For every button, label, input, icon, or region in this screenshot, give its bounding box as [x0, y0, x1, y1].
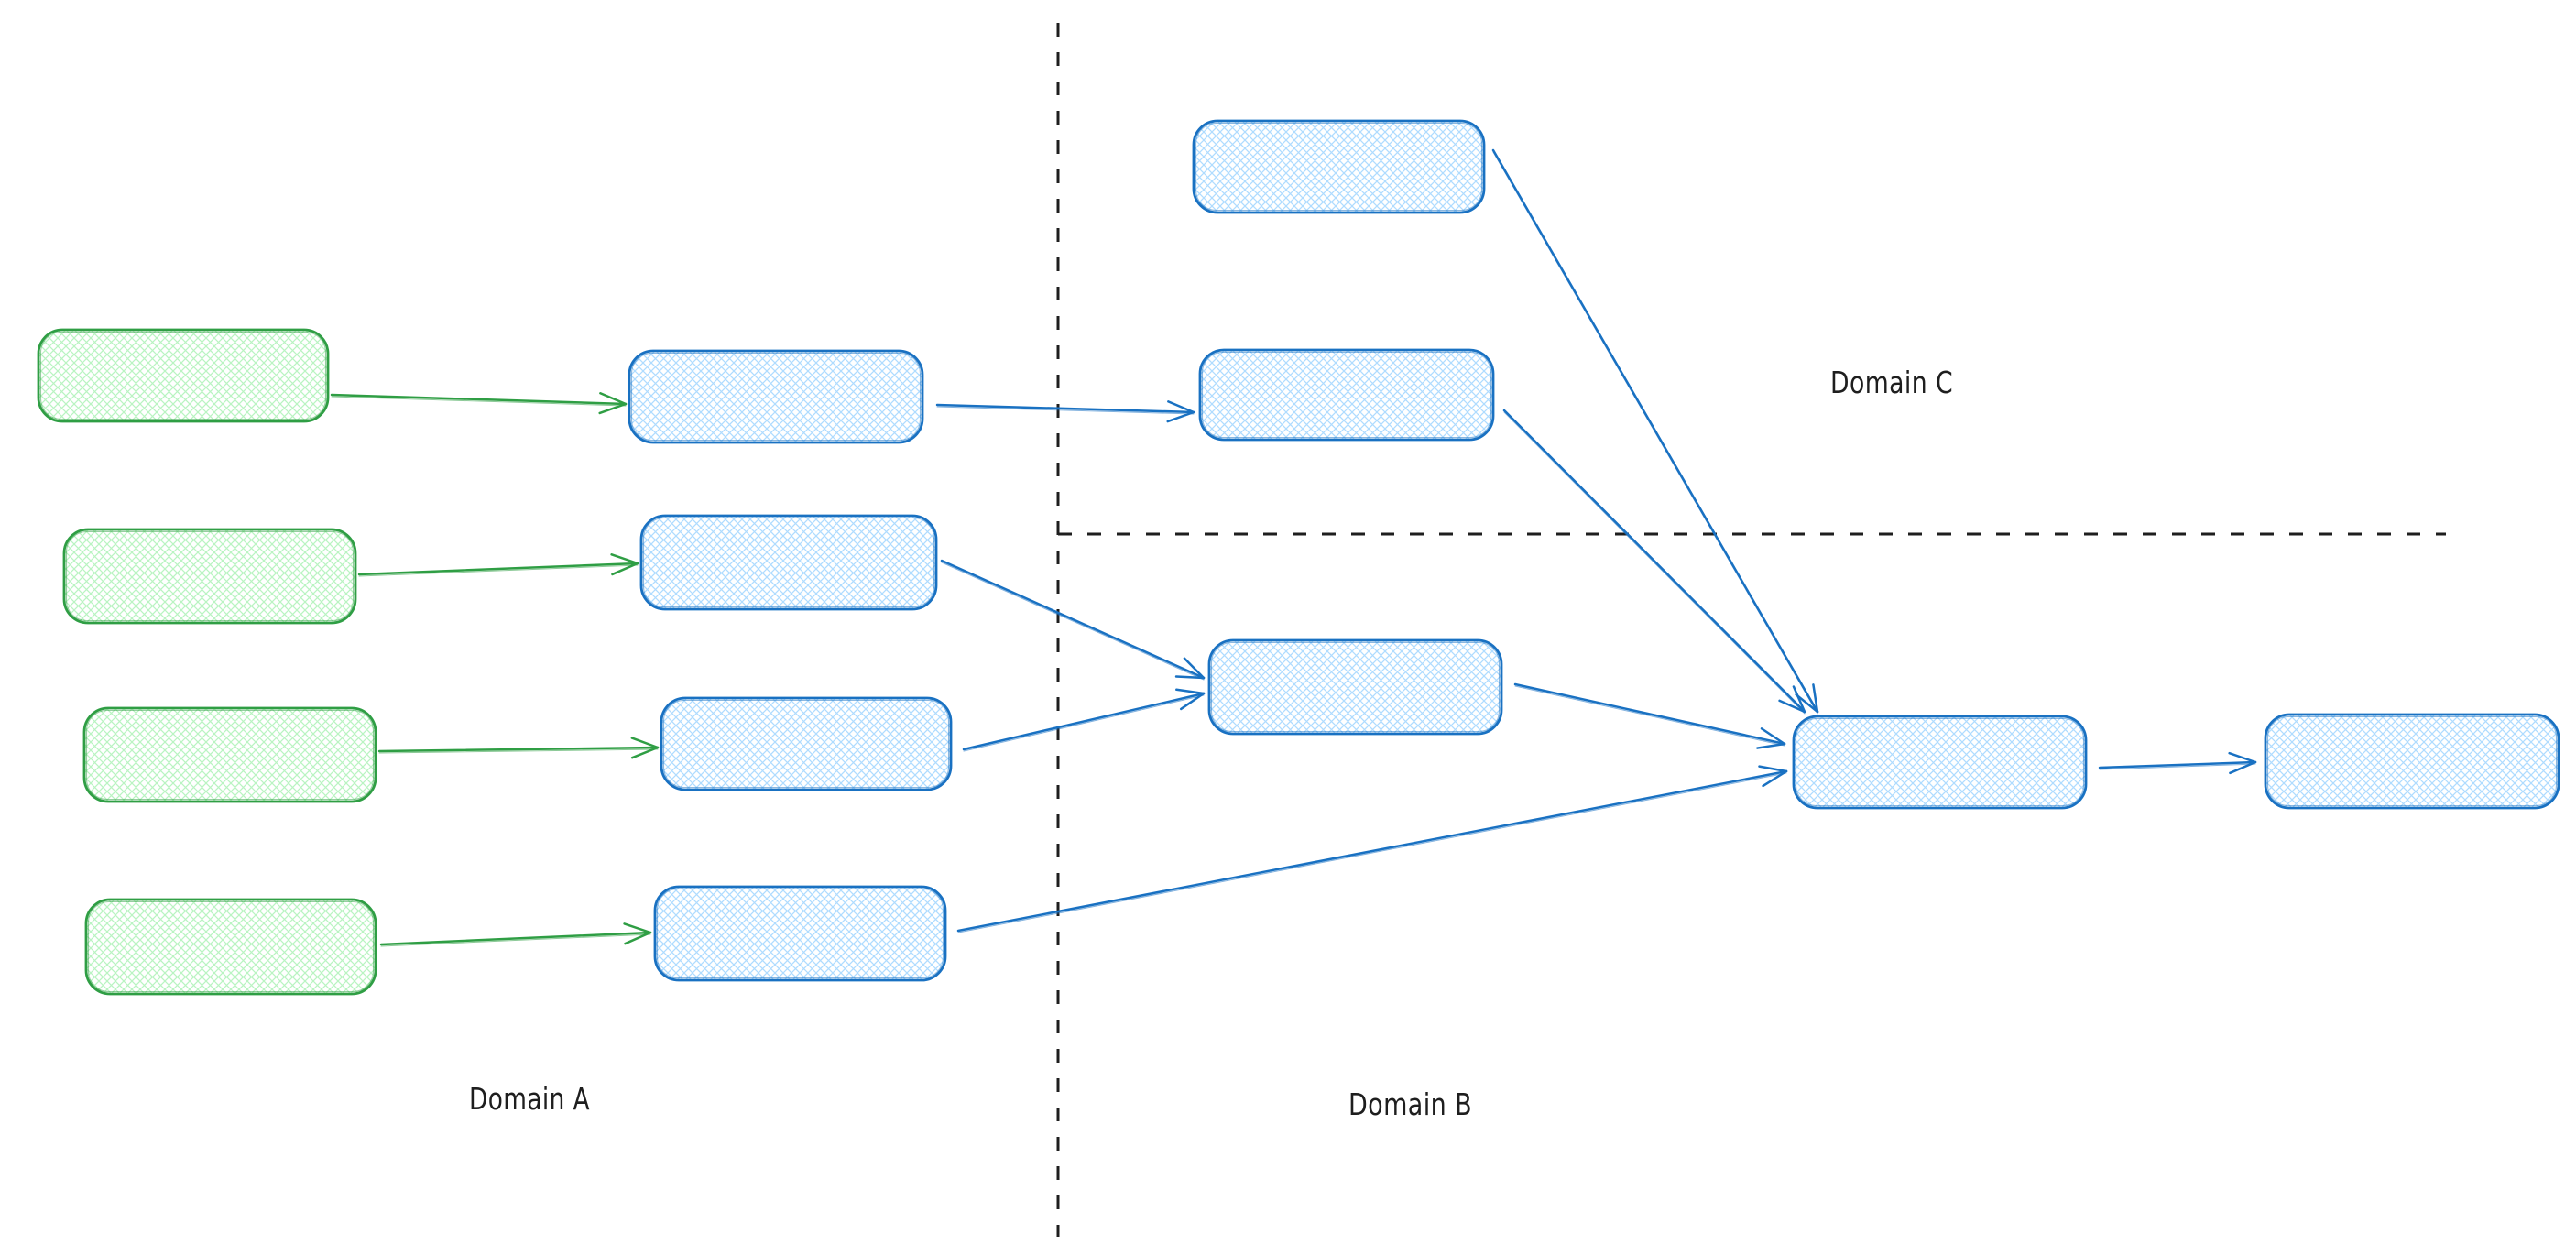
- node-a-node-4: [653, 885, 947, 982]
- domain-labels: Domain A Domain B Domain C: [469, 365, 1953, 1122]
- node-a-source-4: [84, 898, 377, 996]
- domain-b-label: Domain B: [1348, 1086, 1472, 1122]
- node-a-node-1: [628, 349, 924, 444]
- edge-c-node-1-to-b-node-2: [1491, 148, 1819, 715]
- domain-dividers: [1056, 23, 2446, 1237]
- node-c-node-1: [1192, 119, 1486, 214]
- edge-c-node-2-to-b-node-2: [1502, 409, 1806, 715]
- node-b-node-3: [2264, 713, 2560, 810]
- edge-a-source-4-to-a-node-4: [379, 922, 652, 947]
- node-b-node-1: [1207, 638, 1503, 736]
- diagram-edges: [330, 148, 2257, 947]
- edge-a-source-2-to-a-node-2: [357, 553, 639, 577]
- node-a-source-1: [37, 328, 330, 423]
- edge-a-node-1-to-c-node-2: [935, 400, 1195, 423]
- edge-a-node-3-to-b-node-1: [962, 688, 1206, 752]
- edge-a-node-2-to-b-node-1: [940, 559, 1206, 681]
- diagram-nodes: [37, 119, 2560, 996]
- node-a-source-2: [62, 528, 357, 625]
- edge-b-node-1-to-b-node-2: [1513, 682, 1786, 749]
- edge-a-node-4-to-b-node-2: [956, 765, 1788, 933]
- edge-a-source-3-to-a-node-3: [377, 737, 660, 759]
- edge-b-node-2-to-b-node-3: [2098, 751, 2257, 775]
- domain-a-label: Domain A: [469, 1081, 590, 1117]
- edge-a-source-1-to-a-node-1: [330, 392, 628, 415]
- node-b-node-2: [1792, 715, 2088, 810]
- node-c-node-2: [1198, 348, 1495, 442]
- domain-c-label: Domain C: [1830, 365, 1953, 400]
- node-a-node-3: [660, 696, 953, 791]
- node-a-source-3: [82, 706, 377, 803]
- node-a-node-2: [639, 514, 938, 611]
